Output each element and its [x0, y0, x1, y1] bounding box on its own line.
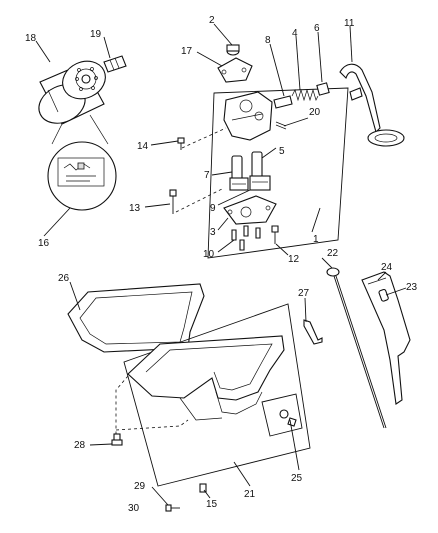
callout-16: 16 [38, 238, 50, 249]
callout-13: 13 [129, 203, 141, 214]
relief-valve [273, 95, 293, 109]
callout-1: 1 [313, 234, 319, 245]
callout-26: 26 [58, 273, 70, 284]
callout-23: 23 [406, 282, 418, 293]
oil-pickup-tube [339, 63, 405, 147]
oil-pan [127, 335, 285, 421]
callout-24: 24 [381, 262, 393, 273]
callout-10: 10 [203, 249, 215, 260]
drain-plug [199, 483, 207, 493]
oil-pan-gasket [67, 283, 205, 353]
alignment-line [175, 187, 225, 213]
oil-pan-panel [123, 303, 311, 487]
callout-17: 17 [181, 46, 193, 57]
pan-bolt [165, 504, 180, 512]
pan-stud [111, 433, 123, 446]
oil-pump-assembly-panel [207, 87, 349, 259]
pump-end-plate [223, 195, 277, 225]
callout-30: 30 [128, 503, 140, 514]
callout-6: 6 [314, 23, 320, 34]
filter-label-detail [47, 114, 117, 211]
alignment-line [181, 127, 227, 149]
filter-adapter-fitting [103, 55, 127, 73]
callout-22: 22 [327, 248, 339, 259]
callout-29: 29 [134, 481, 146, 492]
cotter-pin [275, 121, 287, 130]
cover-bolt [177, 137, 185, 150]
callout-27: 27 [298, 288, 310, 299]
pump-cover [217, 57, 253, 83]
pump-shaft [249, 151, 271, 191]
callout-28: 28 [74, 440, 86, 451]
dipstick-bracket [303, 319, 323, 345]
callout-25: 25 [291, 473, 303, 484]
callout-4: 4 [292, 28, 298, 39]
relief-spring [291, 88, 319, 102]
callout-7: 7 [204, 170, 210, 181]
callout-2: 2 [209, 15, 215, 26]
callout-12: 12 [288, 254, 300, 265]
pump-mounting-bolt [169, 189, 177, 214]
drain-plug-detail [261, 393, 303, 437]
bushing [226, 44, 240, 56]
oil-pump-body [223, 91, 273, 141]
callout-19: 19 [90, 29, 102, 40]
callout-3: 3 [210, 227, 216, 238]
pump-gears [229, 155, 249, 191]
callout-20: 20 [309, 107, 321, 118]
oil-filter [38, 60, 106, 125]
leader-lines [35, 23, 407, 506]
callout-15: 15 [206, 499, 218, 510]
dipstick-seal [378, 288, 389, 302]
callout-18: 18 [25, 33, 37, 44]
plate-bolts [231, 225, 261, 251]
pickup-bolt [271, 225, 279, 244]
oil-dipstick [326, 267, 387, 429]
callout-21: 21 [244, 489, 256, 500]
pan-dashed-outline [115, 375, 189, 440]
callout-11: 11 [344, 18, 355, 29]
callout-5: 5 [279, 146, 285, 157]
spring-cap [316, 82, 330, 96]
dipstick-tube [361, 271, 411, 405]
callout-8: 8 [265, 35, 271, 46]
callout-9: 9 [210, 203, 216, 214]
callout-14: 14 [137, 141, 149, 152]
